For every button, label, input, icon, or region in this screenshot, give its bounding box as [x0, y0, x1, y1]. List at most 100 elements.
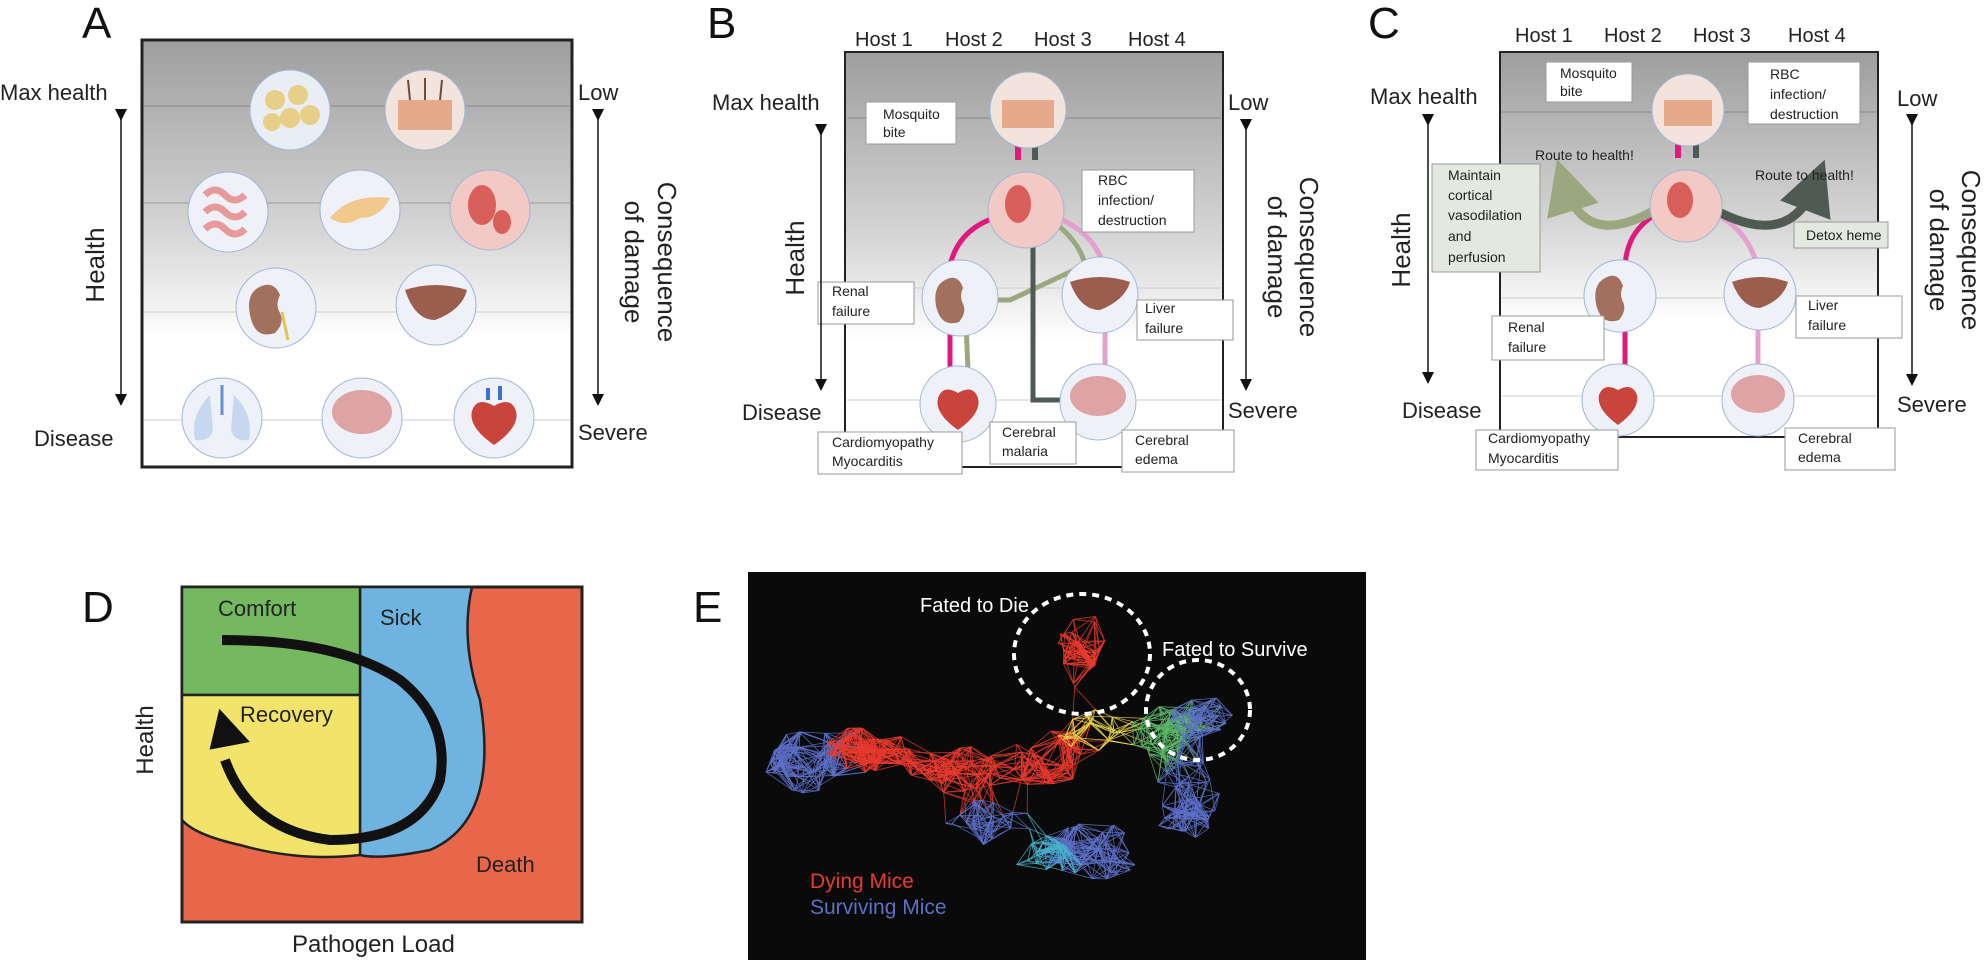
network-edge: [1065, 736, 1081, 755]
network-edge: [1074, 841, 1098, 850]
network-edge: [797, 747, 800, 777]
network-edge: [1064, 657, 1074, 684]
network-edge: [788, 731, 800, 764]
svg-text:vasodilation: vasodilation: [1448, 207, 1522, 223]
network-edge: [1063, 722, 1092, 740]
network-edge: [1036, 855, 1065, 859]
network-edge: [994, 755, 1022, 766]
network-edge: [1072, 715, 1087, 720]
network-edge: [1141, 734, 1152, 747]
network-edge: [1064, 838, 1086, 856]
organ-intestine-icon: [187, 171, 269, 253]
network-edge: [1198, 705, 1222, 718]
network-edge: [1188, 783, 1220, 794]
panel-e-letter: E: [693, 583, 722, 632]
network-edge: [824, 766, 835, 777]
network-edge: [812, 754, 834, 773]
network-edge: [774, 750, 794, 753]
network-edge: [904, 751, 935, 762]
network-edge: [1038, 762, 1051, 776]
network-edge: [975, 788, 982, 801]
network-edge: [1051, 765, 1064, 782]
network-edge: [1141, 746, 1163, 755]
network-edge: [945, 814, 960, 824]
network-edge: [1186, 707, 1192, 729]
svg-text:failure: failure: [1145, 320, 1183, 336]
network-edge: [1157, 781, 1189, 785]
network-edge: [844, 753, 866, 773]
network-edge: [879, 760, 899, 765]
network-edge: [959, 791, 966, 816]
network-edge: [1183, 810, 1186, 832]
network-edge: [1198, 714, 1233, 718]
network-edge: [1027, 761, 1035, 764]
network-edge: [964, 773, 991, 792]
network-edge: [946, 774, 978, 781]
network-edge: [1012, 812, 1030, 829]
network-edge: [1105, 842, 1116, 859]
network-edge: [991, 821, 1011, 833]
network-edge: [923, 774, 945, 793]
network-edge: [1074, 737, 1100, 751]
network-edge: [1063, 650, 1065, 658]
svg-text:destruction: destruction: [1770, 106, 1838, 122]
network-edge: [779, 731, 800, 747]
network-edge: [1022, 779, 1052, 783]
network-edge: [1074, 664, 1094, 688]
network-edge: [1197, 811, 1209, 821]
network-edge: [1072, 683, 1076, 688]
network-edge: [1040, 735, 1059, 759]
network-edge: [1063, 650, 1091, 658]
network-edge: [1038, 762, 1052, 782]
network-edge: [1148, 753, 1167, 773]
network-edge: [1178, 812, 1186, 832]
network-edge: [802, 790, 820, 794]
b-renal-box: Renal failure: [817, 281, 915, 325]
network-edge: [1074, 859, 1096, 874]
network-edge: [1042, 842, 1061, 849]
network-edge: [1182, 714, 1202, 721]
e-fated-die-circle: [1012, 592, 1152, 716]
network-edge: [934, 760, 966, 767]
c-host1-label: Host 1: [1515, 25, 1573, 47]
network-edge: [840, 745, 845, 754]
network-edge: [1166, 772, 1190, 785]
network-edge: [1058, 735, 1073, 766]
network-edge: [1051, 778, 1073, 783]
network-edge: [1059, 845, 1065, 859]
network-edge: [1167, 761, 1197, 764]
network-edge: [1075, 709, 1096, 736]
network-edge: [1178, 782, 1185, 811]
network-edge: [992, 802, 995, 823]
network-edge: [1190, 699, 1193, 708]
network-edge: [1132, 721, 1143, 747]
network-edge: [799, 731, 829, 743]
network-edge: [1085, 848, 1098, 856]
network-edge: [1165, 714, 1191, 731]
network-edge: [1021, 751, 1029, 763]
network-edge: [1195, 806, 1197, 838]
network-edge: [991, 815, 1012, 829]
network-edge: [840, 732, 854, 746]
network-edge: [1170, 711, 1184, 738]
network-edge: [821, 741, 829, 755]
network-edge: [991, 812, 1014, 833]
network-edge: [1064, 852, 1071, 859]
e-network: [765, 616, 1233, 880]
network-edge: [1110, 860, 1135, 866]
network-edge: [1113, 848, 1131, 871]
network-edge: [972, 757, 990, 766]
network-edge: [1016, 864, 1047, 870]
b-liver-icon: [1061, 256, 1139, 334]
network-edge: [1021, 753, 1034, 781]
network-edge: [989, 785, 1004, 816]
network-edge: [1166, 772, 1177, 788]
network-edge: [1169, 719, 1184, 738]
network-edge: [1177, 737, 1184, 760]
network-edge: [1026, 813, 1047, 837]
c-host4-label: Host 4: [1788, 25, 1846, 47]
network-edge: [1044, 772, 1068, 784]
network-edge: [824, 766, 848, 769]
network-edge: [1205, 697, 1217, 707]
c-cerebral-edema-box: Cerebral edema: [1784, 427, 1896, 471]
